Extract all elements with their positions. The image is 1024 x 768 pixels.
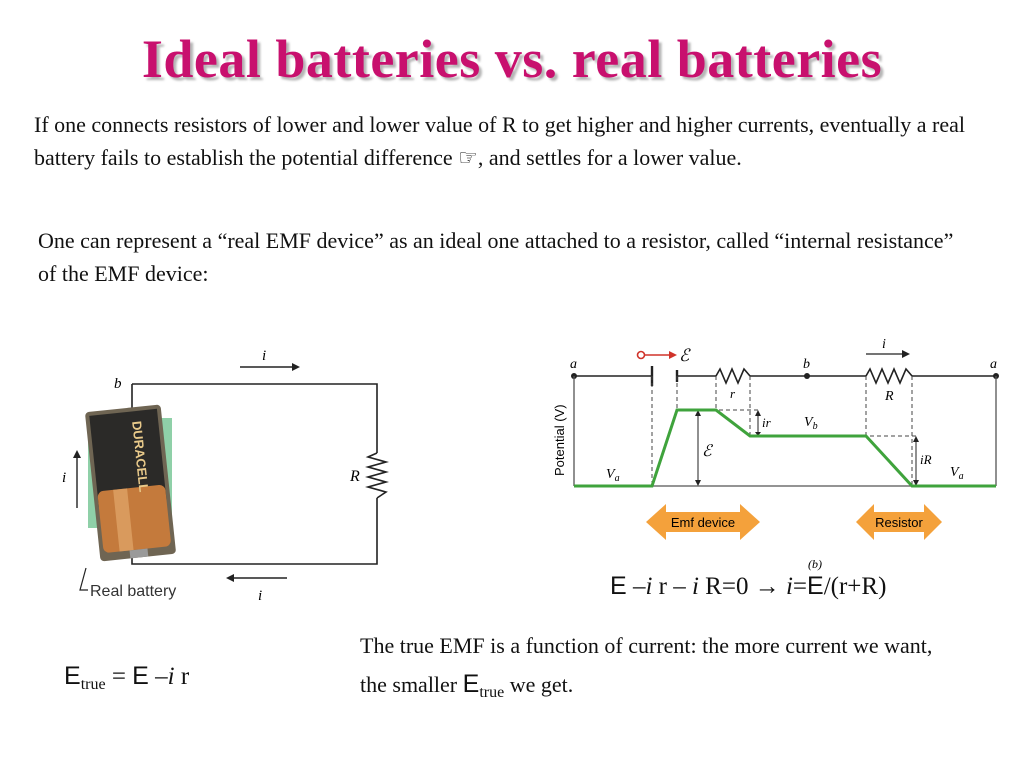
y-axis-label: Potential (V) <box>552 404 567 476</box>
battery-brand: DURACELL <box>129 420 151 493</box>
slide-title: Ideal batteries vs. real batteries <box>141 29 883 89</box>
eq-part: = <box>792 573 808 600</box>
real-battery-caption: Real battery <box>90 583 176 600</box>
subscript-true: true <box>479 684 505 701</box>
paragraph-3-text: The true EMF is a function of current: t… <box>360 633 933 697</box>
resistor-tag: Resistor <box>875 515 923 530</box>
node-a-left: a <box>570 357 577 372</box>
paragraph-true-emf: The true EMF is a function of current: t… <box>360 627 960 712</box>
battery-photo: DURACELL <box>85 404 176 562</box>
eq-part: r <box>174 663 190 690</box>
label-Va-left: Va <box>606 467 620 484</box>
resistor-r-symbol <box>715 366 751 386</box>
label-Va-right: Va <box>950 465 964 482</box>
label-emf: ℰ <box>702 443 714 460</box>
paragraph-3-tail: we get. <box>504 672 574 697</box>
emf-symbol: E <box>462 670 480 698</box>
node-b-right-figure: b <box>803 357 810 372</box>
emf-symbol-top: ℰ <box>679 346 691 365</box>
true-emf-equation: Etrue = E –i r <box>64 662 189 694</box>
eq-part: R=0 → <box>698 573 786 600</box>
resistor-R-label: R <box>349 468 360 485</box>
node-b-label: b <box>114 376 122 392</box>
eq-current: i <box>691 573 699 600</box>
emf-symbol: E <box>807 572 824 600</box>
current-label-left: i <box>62 470 66 486</box>
paragraph-real-battery: If one connects resistors of lower and l… <box>34 108 994 175</box>
node-a-right: a <box>990 357 997 372</box>
eq-part: – <box>626 573 646 600</box>
emf-device-tag: Emf device <box>671 515 735 530</box>
emf-symbol: E <box>132 662 149 690</box>
loop-equation: E –i r – i R=0 → i=E/(r+R) <box>610 572 886 601</box>
paragraph-internal-resistance: One can represent a “real EMF device” as… <box>38 228 954 286</box>
eq-current: i <box>785 573 793 600</box>
resistor-R-symbol-right <box>865 366 913 386</box>
emf-symbol: E <box>610 572 627 600</box>
hand-pointing-right-icon: ☞ <box>458 146 478 171</box>
emf-device-tag-shape <box>646 504 760 540</box>
eq-current: i <box>645 573 653 600</box>
real-battery-circuit-figure: i i i i b R 3 DURACELL Real battery <box>62 348 389 604</box>
resistor-tag-shape <box>856 504 942 540</box>
resistor-r-label: r <box>730 386 736 401</box>
eq-part: = <box>105 663 133 690</box>
current-label-diagram: i <box>882 337 886 352</box>
current-label-bottom: i <box>258 588 262 604</box>
paragraph-1-text: If one connects resistors of lower and l… <box>34 112 966 170</box>
eq-part: r – <box>652 573 692 600</box>
resistor-R-label-right: R <box>884 389 894 404</box>
eq-part: /(r+R) <box>823 573 887 600</box>
figure-label: (b) <box>808 557 822 571</box>
emf-symbol: E <box>64 662 81 690</box>
potential-diagram-figure: a b a r R ℰ i Potential (V) Va ℰ ir Vb i… <box>552 337 999 571</box>
eq-current: i <box>167 663 175 690</box>
eq-part: – <box>148 663 168 690</box>
label-iR: iR <box>920 452 932 467</box>
paragraph-1-tail: , and settles for a lower value. <box>477 145 742 170</box>
resistor-R-symbol <box>365 452 389 499</box>
current-label-top: i <box>262 348 266 364</box>
subscript-true: true <box>80 676 106 693</box>
label-ir: ir <box>762 415 772 430</box>
potential-curve <box>574 408 996 488</box>
label-Vb: Vb <box>804 415 818 432</box>
